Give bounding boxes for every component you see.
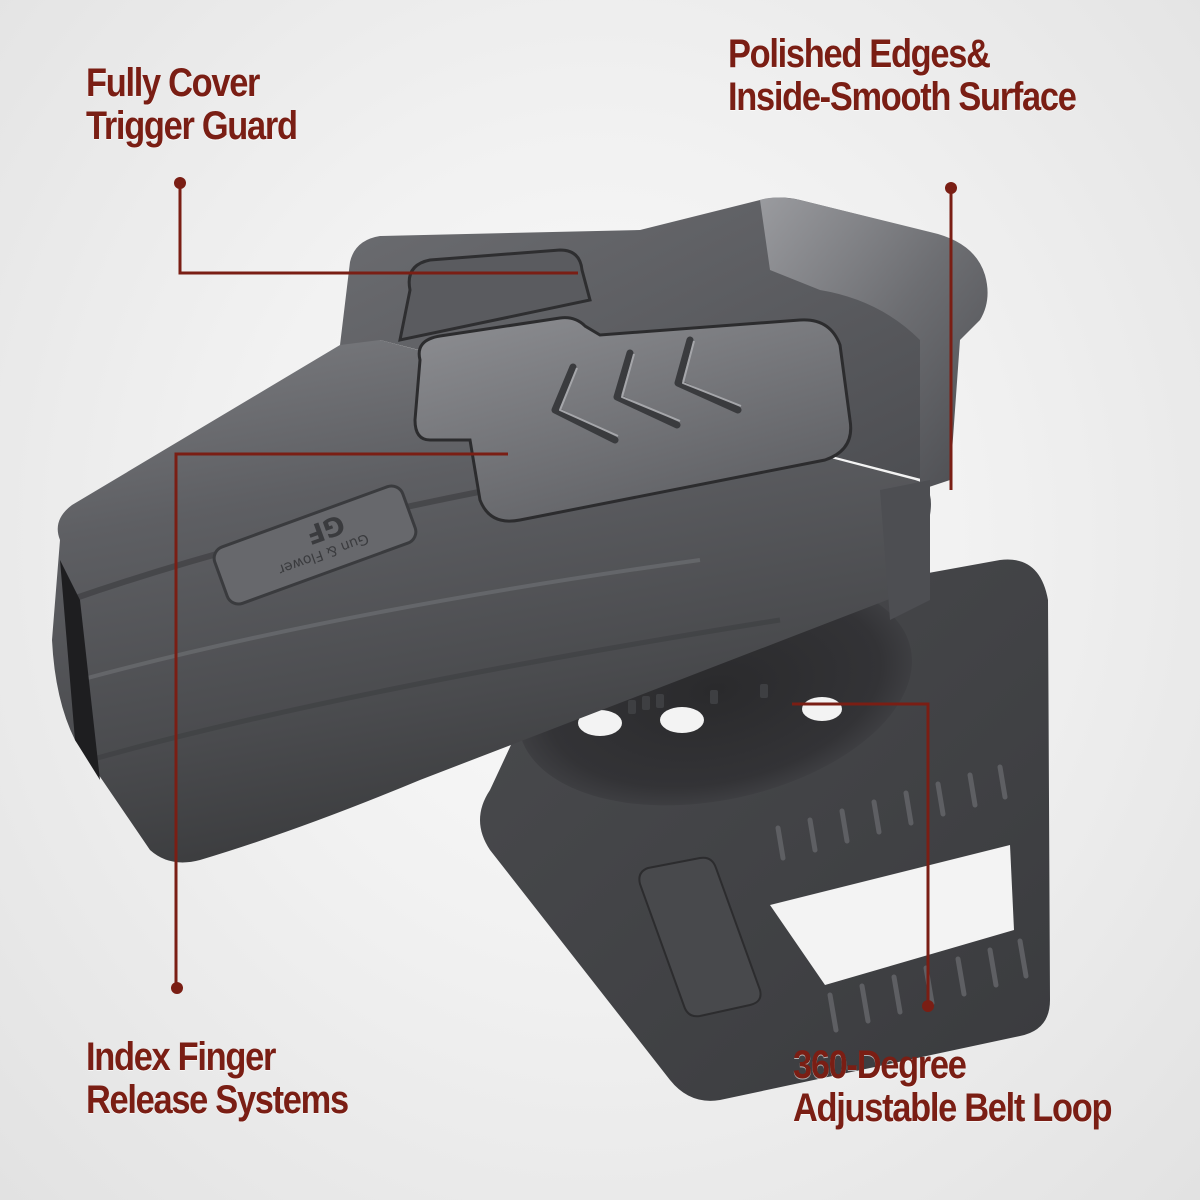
chevron-arrows-icon [551,336,742,444]
callout-line: Inside-Smooth Surface [728,75,1077,119]
callout-line: Trigger Guard [86,104,298,148]
callout-line: Adjustable Belt Loop [793,1086,1112,1130]
callout-line: Index Finger [86,1035,276,1079]
callout-line: Release Systems [86,1078,349,1122]
callout-trigger-guard: Fully Cover Trigger Guard [86,61,298,148]
callout-line: Fully Cover [86,61,260,105]
callout-polished-edges: Polished Edges& Inside-Smooth Surface [728,32,1077,119]
callout-line: Polished Edges& [728,32,991,76]
callout-release-system: Index Finger Release Systems [86,1035,349,1122]
callout-belt-loop: 360-Degree Adjustable Belt Loop [793,1043,1112,1130]
callout-line: 360-Degree [793,1043,967,1087]
